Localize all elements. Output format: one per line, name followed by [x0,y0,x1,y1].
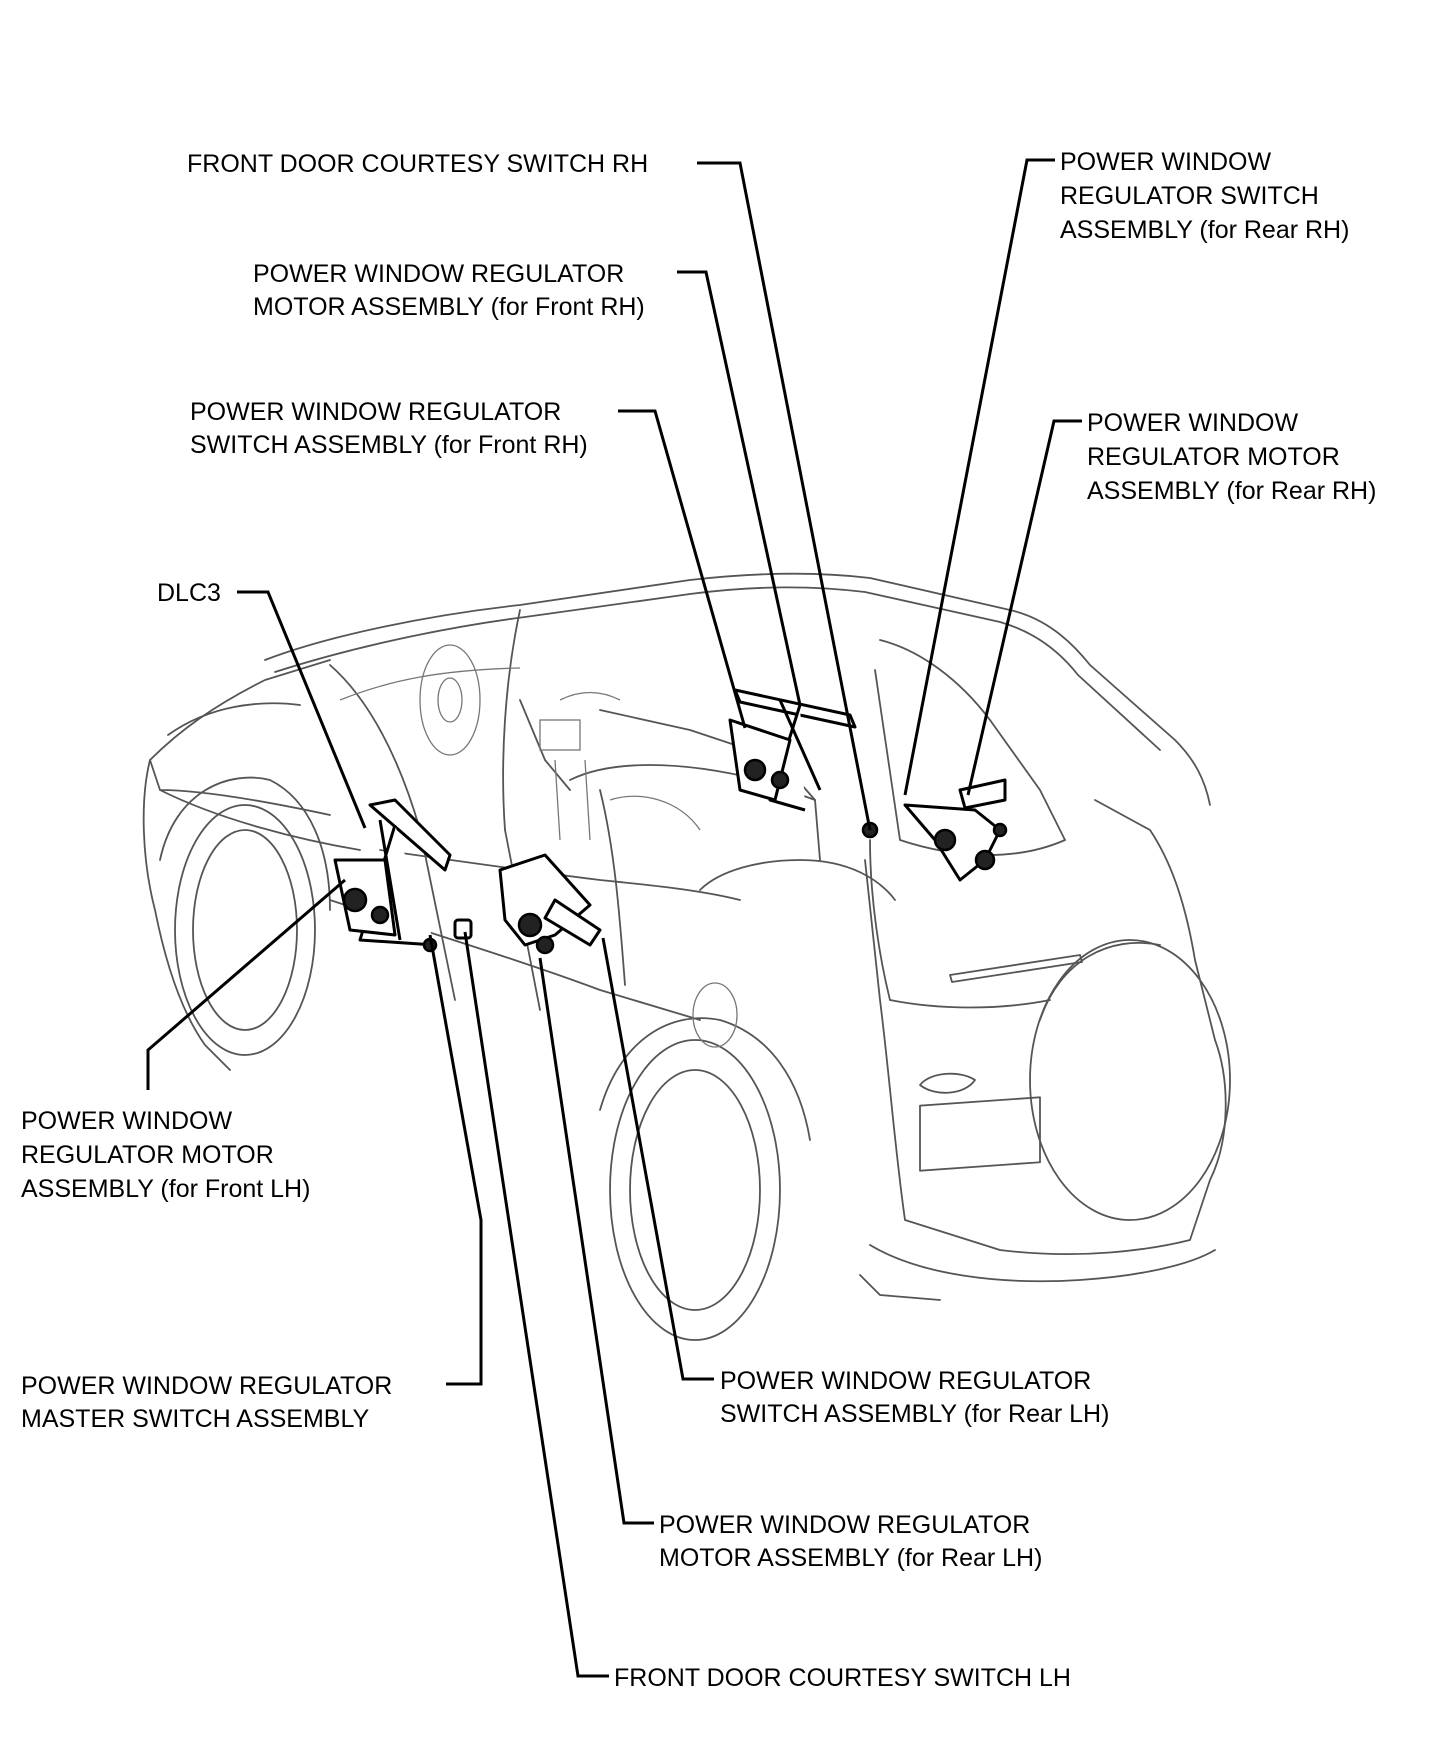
leader-pw-reg-switch-front-rh [618,409,747,729]
leader-pw-reg-switch-rear-lh [601,937,714,1381]
component-front-lh-regulator [333,798,452,953]
leader-pw-reg-motor-front-rh [677,270,802,706]
leader-front-door-courtesy-switch-rh [697,161,872,831]
component-courtesy-switch-lh [453,918,473,940]
label-pw-reg-motor-front-rh: POWER WINDOW REGULATOR MOTOR ASSEMBLY (f… [253,260,645,321]
leader-pw-reg-master-switch [428,934,483,1386]
component-rear-lh-regulator [498,853,602,955]
leader-pw-reg-switch-rear-rh [903,158,1055,796]
label-dlc3: DLC3 [157,579,221,607]
label-pw-reg-motor-front-lh: POWER WINDOW REGULATOR MOTOR ASSEMBLY (f… [21,1107,310,1203]
leader-pw-reg-motor-front-lh [146,878,346,1090]
label-pw-reg-master-switch: POWER WINDOW REGULATOR MASTER SWITCH ASS… [21,1372,399,1433]
label-pw-reg-switch-rear-rh: POWER WINDOW REGULATOR SWITCH ASSEMBLY (… [1060,148,1349,244]
label-pw-reg-motor-rear-rh: POWER WINDOW REGULATOR MOTOR ASSEMBLY (f… [1087,409,1376,505]
leader-pw-reg-motor-rear-rh [966,419,1082,796]
leader-pw-reg-motor-rear-lh [538,957,654,1525]
component-front-rh-regulator [728,688,879,839]
leader-front-door-courtesy-switch-lh [463,931,609,1678]
component-rear-rh-regulator [903,778,1008,882]
label-pw-reg-motor-rear-lh: POWER WINDOW REGULATOR MOTOR ASSEMBLY (f… [659,1511,1042,1572]
label-front-door-courtesy-switch-rh: FRONT DOOR COURTESY SWITCH RH [187,150,648,178]
label-pw-reg-switch-front-rh: POWER WINDOW REGULATOR SWITCH ASSEMBLY (… [190,398,588,459]
label-pw-reg-switch-rear-lh: POWER WINDOW REGULATOR SWITCH ASSEMBLY (… [720,1367,1109,1428]
label-front-door-courtesy-switch-lh: FRONT DOOR COURTESY SWITCH LH [614,1664,1071,1692]
leader-dlc3 [237,590,367,829]
callout-labels: FRONT DOOR COURTESY SWITCH RH POWER WIND… [21,148,1376,1692]
leader-lines [146,158,1082,1678]
